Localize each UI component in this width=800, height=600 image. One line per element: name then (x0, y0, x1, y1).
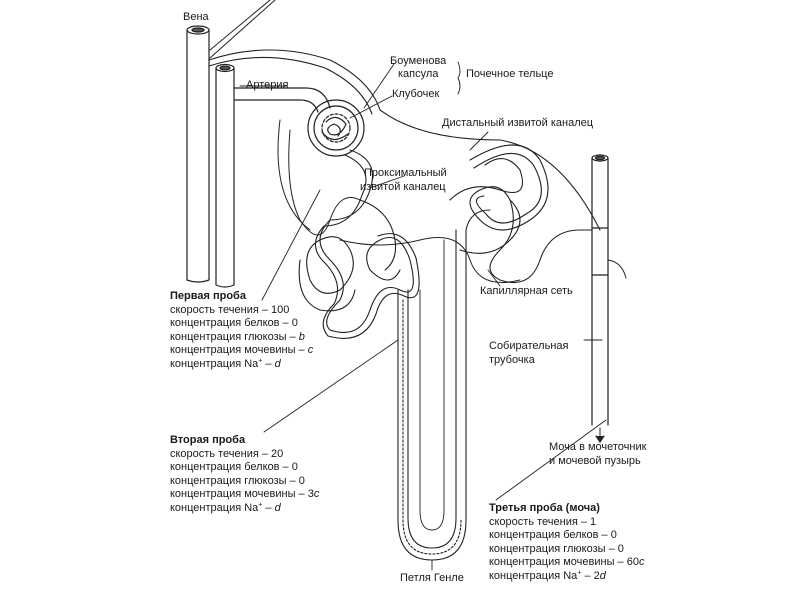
sample-3-row: концентрация Na+ – 2d (489, 568, 606, 582)
sample-1-row: концентрация белков – 0 (170, 317, 298, 329)
sample-3-row: концентрация глюкозы – 0 (489, 542, 624, 555)
sample-3-row: скорость течения – 1 (489, 515, 597, 528)
sample-3-block: Третья проба (моча) скорость течения – 1… (489, 502, 644, 583)
renal-corpuscle-label: Почечное тельце (466, 68, 554, 80)
sample-2-row: концентрация белков – 0 (170, 461, 298, 473)
urine-label-1: Моча в мочеточник (549, 441, 647, 453)
sample-1-row: концентрация глюкозы – b (170, 330, 305, 343)
sample-1-title: Первая проба (170, 290, 246, 302)
sample-1-row: скорость течения – 100 (170, 303, 290, 316)
sample-3-row: концентрация мочевины – 60c (489, 556, 645, 568)
henle-loop-label: Петля Генле (400, 572, 464, 584)
sample-3-title: Третья проба (моча) (489, 502, 600, 514)
sample-3-row: концентрация белков – 0 (489, 529, 617, 541)
sample-2-title: Вторая проба (170, 434, 246, 446)
vein-label: Вена (183, 11, 209, 23)
sample-1-row: концентрация мочевины – c (170, 344, 314, 356)
leader-lines (239, 61, 607, 571)
collecting-duct-label-1: Собирательная (489, 340, 569, 352)
capillary-net-label: Капиллярная сеть (480, 285, 573, 297)
sample-2-row: концентрация глюкозы – 0 (170, 474, 305, 487)
proximal-tubule-label-2: извитой каналец (360, 181, 446, 193)
renal-corpuscle (307, 99, 365, 157)
sample-2-row: скорость течения – 20 (170, 447, 284, 460)
collecting-duct-label-2: трубочка (489, 354, 535, 366)
urine-label-2: и мочевой пузырь (549, 455, 641, 467)
artery-label: Артерия (246, 79, 289, 91)
collecting-duct (591, 154, 627, 444)
artery-vessel (215, 63, 331, 288)
sample-2-row: концентрация мочевины – 3c (170, 488, 320, 500)
sample-2-block: Вторая проба скорость течения – 20 конце… (170, 434, 319, 515)
sample-2-row: концентрация Na+ – d (170, 500, 281, 514)
glomerulus-label: Клубочек (392, 88, 440, 100)
proximal-tubule (298, 149, 420, 339)
vein-vessel (186, 25, 210, 283)
bowman-capsule-label-2: капсула (398, 68, 439, 80)
distal-tubule-label: Дистальный извитой каналец (442, 117, 594, 129)
henle-loop (397, 209, 491, 561)
sample-1-block: Первая проба скорость течения – 100 конц… (170, 290, 313, 371)
bowman-capsule-label-1: Боуменова (390, 55, 447, 67)
distal-tubule (449, 144, 593, 284)
sample-1-row: концентрация Na+ – d (170, 356, 281, 370)
proximal-tubule-label-1: Проксимальный (364, 167, 447, 179)
